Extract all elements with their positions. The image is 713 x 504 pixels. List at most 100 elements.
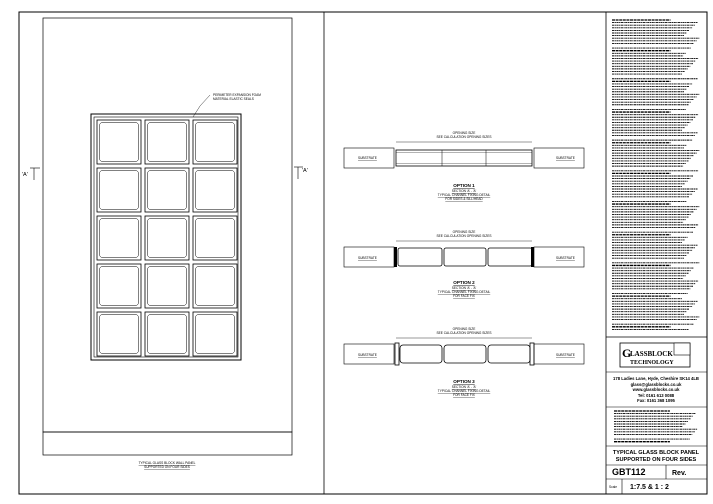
- glass-block-face: [147, 266, 187, 306]
- company-fax: Fax: 0161 368 1095: [637, 398, 675, 403]
- glass-block: [192, 119, 238, 165]
- perimeter-note-line-2: MATERIAL ELASTIC SEALS: [213, 97, 254, 101]
- opening-size-note: SEE CALCULATION OPENING SIZES: [436, 135, 491, 139]
- glass-block: [144, 311, 190, 357]
- section-use: FOR SIDES & SILL/HEAD: [445, 197, 483, 201]
- fixing-channel-left: [394, 342, 400, 366]
- glass-block: [192, 215, 238, 261]
- glass-block: [96, 119, 142, 165]
- section-detail: TYPICAL CHANNEL FIXING DETAIL: [438, 290, 491, 294]
- glass-block: [399, 344, 443, 364]
- drawing-title-line-1: TYPICAL GLASS BLOCK PANEL: [613, 450, 700, 456]
- section-subtitle: SECTION 'A' - 'A': [452, 385, 477, 389]
- glass-block: [144, 263, 190, 309]
- section-option-2: OPENING SIZE SEE CALCULATION OPENING SIZ…: [343, 230, 585, 298]
- glass-block-face: [99, 266, 139, 306]
- glass-block-face: [147, 218, 187, 258]
- revision-label: Rev.: [672, 470, 686, 477]
- glass-block: [192, 263, 238, 309]
- title-block: G LASSBLOCK TECHNOLOGY 178 Ladies Lane, …: [606, 336, 707, 494]
- glass-block: [192, 311, 238, 357]
- section-subtitle: SECTION 'A' - 'A': [452, 189, 477, 193]
- logo-initial: G: [622, 346, 631, 360]
- panel-frame-inner: [93, 116, 239, 358]
- panel-section: [395, 149, 533, 167]
- glass-block: [96, 311, 142, 357]
- opening-size-note: SEE CALCULATION OPENING SIZES: [436, 234, 491, 238]
- section-title: OPTION 2: [453, 280, 475, 285]
- logo-block: [673, 342, 691, 356]
- glass-block: [144, 167, 190, 213]
- glass-block: [487, 247, 533, 267]
- disclaimer-text: [614, 410, 698, 443]
- panel-elevation: PERIMETER EXPANSION FOAM MATERIAL ELASTI…: [22, 17, 308, 469]
- glass-block: [144, 119, 190, 165]
- section-marker-right: 'A': [302, 168, 308, 174]
- section-marker-left: 'A': [22, 172, 28, 178]
- glass-block: [397, 247, 443, 267]
- fixing-channel-left: [394, 247, 397, 267]
- opening-size-label: OPENING SIZE: [453, 230, 476, 234]
- glass-block-face: [195, 266, 235, 306]
- section-use: FOR FACE FIX: [453, 294, 476, 298]
- opening-size-label: OPENING SIZE: [453, 327, 476, 331]
- glass-block-face: [195, 314, 235, 354]
- opening-size-note: SEE CALCULATION OPENING SIZES: [436, 331, 491, 335]
- substrate-label-left: SUBSTRATE: [358, 156, 377, 160]
- sill: [42, 431, 293, 456]
- section-option-1: OPENING SIZE SEE CALCULATION OPENING SIZ…: [343, 131, 585, 201]
- glass-block-face: [195, 122, 235, 162]
- glass-block: [144, 215, 190, 261]
- company-tel: Tel: 0161 613 0088: [638, 393, 675, 398]
- note-leader: [199, 94, 211, 107]
- substrate-label-left: SUBSTRATE: [358, 353, 377, 357]
- section-detail: TYPICAL CHANNEL FIXING DETAIL: [438, 193, 491, 197]
- glass-block: [443, 344, 487, 364]
- glass-block-face: [99, 314, 139, 354]
- specification-notes: [612, 19, 700, 330]
- drawing-title-line-2: SUPPORTED ON FOUR SIDES: [616, 457, 697, 463]
- scale-value: 1:7.5 & 1 : 2: [630, 484, 669, 491]
- scale-label: Scale: [609, 485, 617, 489]
- panel-frame-outer: [90, 113, 242, 361]
- section-subtitle: SECTION 'A' - 'A': [452, 286, 477, 290]
- section-detail: TYPICAL CHANNEL FIXING DETAIL: [438, 389, 491, 393]
- glass-block: [192, 167, 238, 213]
- note-leader-tip: [192, 105, 201, 118]
- section-use: FOR FACE FIX: [453, 393, 476, 397]
- perimeter-note-line-1: PERIMETER EXPANSION FOAM: [213, 93, 261, 97]
- substrate-left: [343, 147, 395, 169]
- fixing-channel-right: [531, 247, 534, 267]
- substrate-left: [343, 343, 395, 365]
- glass-block: [96, 215, 142, 261]
- glass-block-face: [99, 218, 139, 258]
- glass-block-face: [99, 170, 139, 210]
- section-title: OPTION 1: [453, 183, 475, 188]
- section-title: OPTION 3: [453, 379, 475, 384]
- company-address: 178 Ladies Lane, Hyde, Cheshire SK14 4LB: [613, 376, 699, 381]
- glass-block: [443, 247, 487, 267]
- drawing-number: GBT112: [612, 467, 646, 477]
- glass-block-face: [195, 218, 235, 258]
- glass-block: [96, 263, 142, 309]
- substrate-right: [533, 147, 585, 169]
- substrate-label-left: SUBSTRATE: [358, 256, 377, 260]
- panel-caption-line-1: TYPICAL GLASS BLOCK WALL PANEL: [139, 461, 196, 465]
- substrate-label-right: SUBSTRATE: [556, 256, 575, 260]
- section-option-3: OPENING SIZE SEE CALCULATION OPENING SIZ…: [343, 327, 585, 397]
- glass-block-grid: [96, 119, 238, 357]
- substrate-label-right: SUBSTRATE: [556, 353, 575, 357]
- glass-block-face: [99, 122, 139, 162]
- sheet-border: [18, 11, 708, 495]
- fixing-channel-right: [529, 342, 535, 366]
- glass-block-face: [147, 314, 187, 354]
- glass-block: [96, 167, 142, 213]
- company-email: glass@glassblocks.co.uk: [631, 382, 683, 387]
- logo-text-top: LASSBLOCK: [630, 350, 673, 358]
- glass-block-face: [147, 170, 187, 210]
- substrate-label-right: SUBSTRATE: [556, 156, 575, 160]
- panel-caption-line-2: SUPPORTED ON FOUR SIDES: [144, 465, 190, 469]
- glass-block: [487, 344, 531, 364]
- glass-block-face: [195, 170, 235, 210]
